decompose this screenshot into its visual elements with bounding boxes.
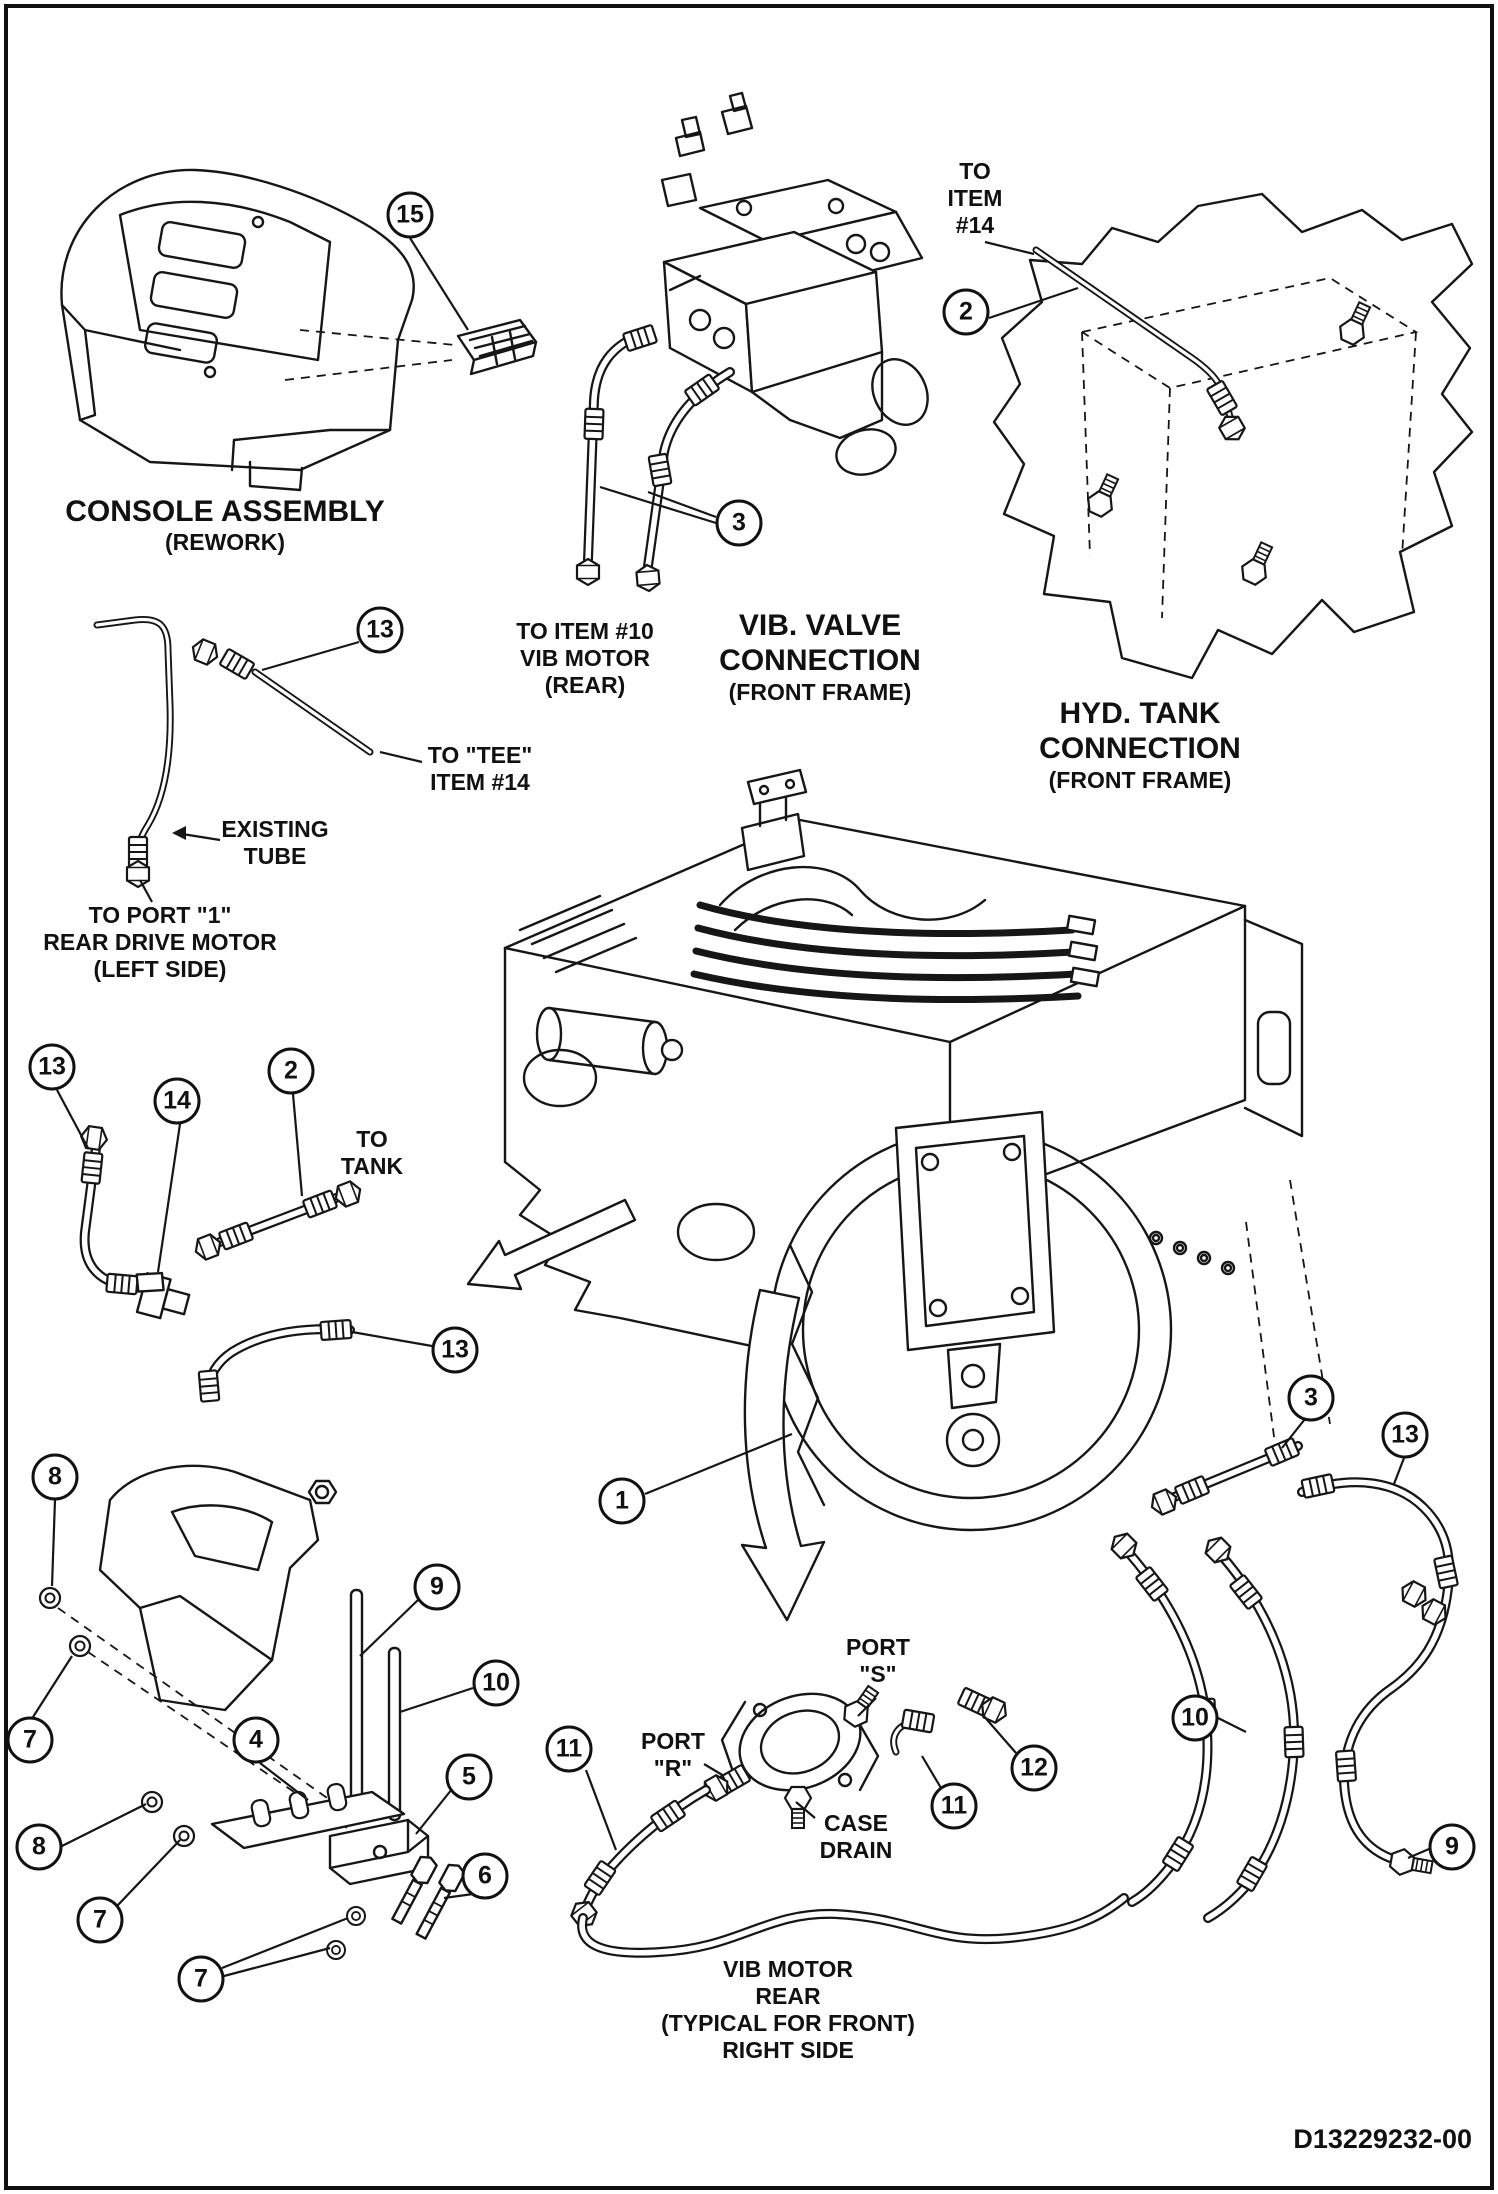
label-console-line2: (REWORK) [164, 529, 286, 556]
page-border [4, 4, 1494, 2190]
callout-2-left: 2 [267, 1047, 315, 1095]
label-existing-tube: EXISTING TUBE [221, 816, 329, 870]
hose-group-left-drawing [78, 1124, 366, 1403]
label-hyd-tank-connection: HYD. TANK CONNECTION (FRONT FRAME) [1039, 697, 1241, 793]
callout-6: 6 [461, 1852, 509, 1900]
hyd-tank-plate-drawing [992, 192, 1474, 680]
callout-8-lower: 8 [15, 1823, 63, 1871]
tank-tube-drawing [1032, 246, 1250, 446]
hardware-plate-drawing [140, 1588, 466, 1960]
callout-2-top: 2 [942, 288, 990, 336]
callout-14: 14 [153, 1077, 201, 1125]
callout-4: 4 [232, 1716, 280, 1764]
callout-10-left: 10 [472, 1659, 520, 1707]
callout-8-upper: 8 [31, 1453, 79, 1501]
drum-drawing [769, 1110, 1173, 1532]
callout-5: 5 [445, 1753, 493, 1801]
callout-9-right: 9 [1428, 1823, 1476, 1871]
vib-motor-drawing [698, 1680, 1012, 1830]
label-vib-valve-connection: VIB. VALVE CONNECTION (FRONT FRAME) [719, 609, 921, 705]
callout-3-valve: 3 [715, 499, 763, 547]
callout-15: 15 [386, 191, 434, 239]
support-bracket-drawing [38, 1464, 351, 1831]
callout-7-left: 7 [6, 1716, 54, 1764]
label-port-r: PORT "R" [641, 1728, 705, 1782]
callout-13-right: 13 [1381, 1411, 1429, 1459]
tube-13-drawing [93, 615, 374, 889]
callout-13-lower: 13 [431, 1326, 479, 1374]
callout-3-right: 3 [1287, 1374, 1335, 1422]
callout-7-mid: 7 [76, 1896, 124, 1944]
item-15-connector-drawing [456, 318, 538, 376]
hose-group-right-drawing [1105, 1436, 1460, 1923]
label-leader-lines [139, 240, 1035, 1819]
callout-13-left: 13 [28, 1043, 76, 1091]
callout-12: 12 [1010, 1744, 1058, 1792]
callout-7-lower: 7 [177, 1955, 225, 2003]
label-console-assembly: CONSOLE ASSEMBLY (REWORK) [65, 494, 385, 557]
machine-frame-drawing [503, 768, 1331, 1453]
label-to-tank: TO TANK [340, 1126, 404, 1180]
vib-valve-hoses-drawing [575, 323, 735, 594]
port-r-hose-drawing [566, 1785, 1129, 1958]
label-to-port-1: TO PORT "1" REAR DRIVE MOTOR (LEFT SIDE) [43, 902, 277, 983]
tee-fitting-drawing [135, 1271, 191, 1320]
callout-9-left: 9 [413, 1563, 461, 1611]
callout-13-tube: 13 [356, 606, 404, 654]
flow-arrow-left [466, 1198, 637, 1291]
flow-arrow-down [740, 1288, 826, 1622]
label-to-tee-item-14: TO "TEE" ITEM #14 [427, 742, 533, 796]
label-to-item-10: TO ITEM #10 VIB MOTOR (REAR) [516, 618, 654, 699]
callout-11-left: 11 [545, 1725, 593, 1773]
drawing-number: D13229232-00 [1293, 2124, 1472, 2154]
label-port-s: PORT "S" [846, 1634, 910, 1688]
label-to-item-14: TO ITEM #14 [947, 158, 1003, 239]
callout-10-right: 10 [1171, 1694, 1219, 1742]
callout-leader-lines [32, 237, 1430, 1978]
callout-11-right: 11 [930, 1782, 978, 1830]
label-case-drain: CASE DRAIN [819, 1810, 893, 1864]
label-vib-motor-rear: VIB MOTOR REAR (TYPICAL FOR FRONT) RIGHT… [661, 1956, 915, 2064]
callout-1: 1 [598, 1477, 646, 1525]
label-console-line1: CONSOLE ASSEMBLY [65, 495, 385, 528]
vib-valve-drawing [660, 91, 929, 476]
console-assembly-drawing [60, 168, 456, 492]
